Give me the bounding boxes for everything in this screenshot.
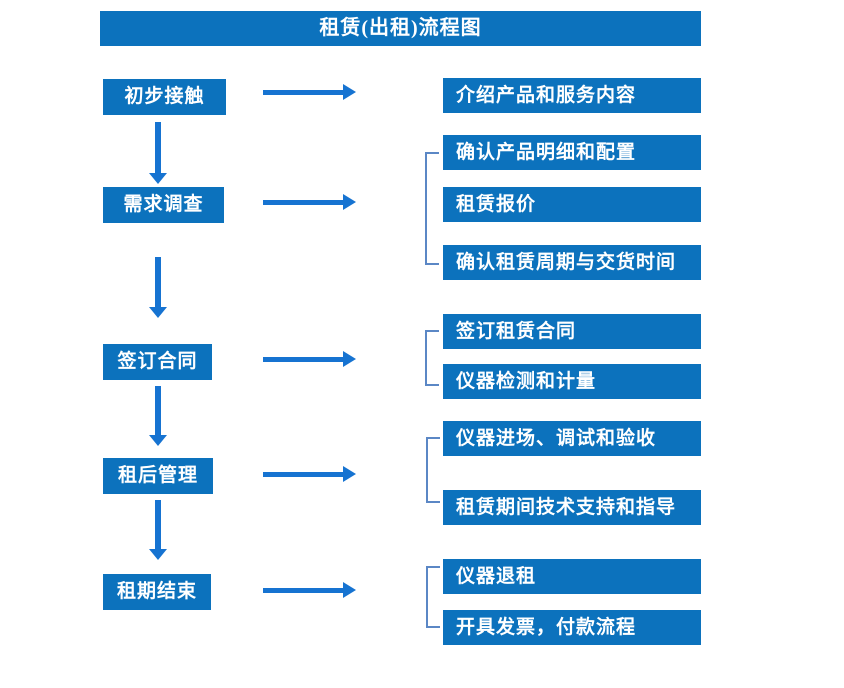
step-box-sign-contract: 签订合同 [103,344,212,380]
detail-box-instrument-return: 仪器退租 [443,559,701,594]
right-arrow-icon [263,582,356,598]
step-box-post-rental-mgmt: 租后管理 [103,458,213,494]
detail-box-tech-support: 租赁期间技术支持和指导 [443,490,701,525]
flowchart-title: 租赁(出租)流程图 [100,11,701,46]
step-box-initial-contact: 初步接触 [103,79,226,115]
detail-box-instrument-testing: 仪器检测和计量 [443,364,701,399]
down-arrow-icon [149,500,167,560]
group-bracket [426,437,440,503]
step-box-rental-end: 租期结束 [103,574,211,610]
right-arrow-icon [263,466,356,482]
down-arrow-icon [149,386,167,446]
step-box-demand-survey: 需求调查 [103,187,224,223]
detail-box-rental-quotation: 租赁报价 [443,187,701,222]
down-arrow-icon [149,122,167,184]
right-arrow-icon [263,84,356,100]
right-arrow-icon [263,351,356,367]
group-bracket [426,566,440,628]
group-bracket [425,152,439,265]
group-bracket [425,330,439,386]
right-arrow-icon [263,194,356,210]
down-arrow-icon [149,257,167,318]
detail-box-confirm-period-delivery: 确认租赁周期与交货时间 [443,245,701,280]
detail-box-sign-rental-contract: 签订租赁合同 [443,314,701,349]
detail-box-instrument-setup: 仪器进场、调试和验收 [443,421,701,456]
detail-box-confirm-product-config: 确认产品明细和配置 [443,135,701,170]
detail-box-introduce-products: 介绍产品和服务内容 [443,78,701,113]
detail-box-invoice-payment: 开具发票，付款流程 [443,610,701,645]
